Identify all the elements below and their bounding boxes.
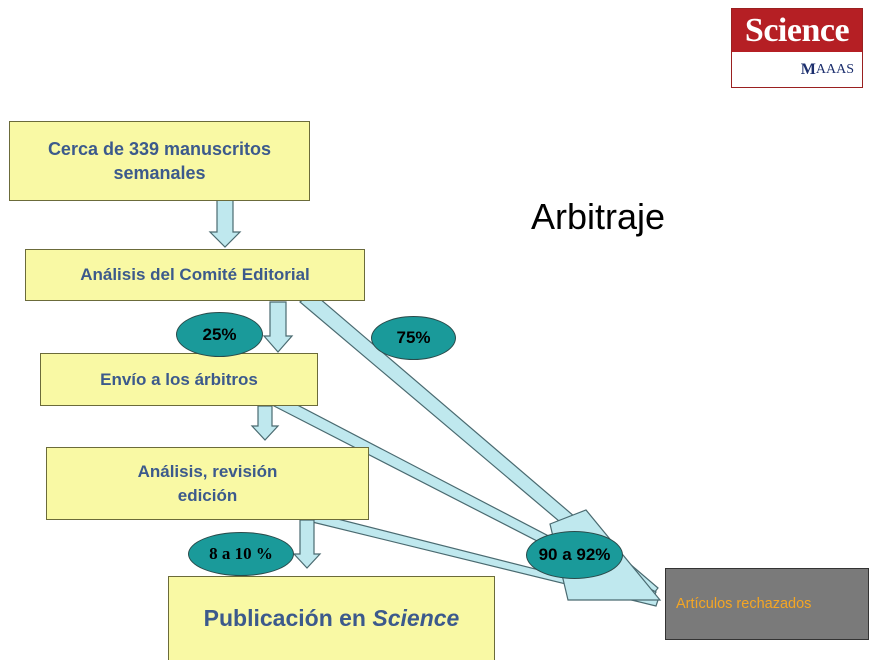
- box-publication-label: Publicación en Science: [204, 605, 460, 632]
- logo-title: Science: [732, 9, 862, 52]
- ellipse-25-label: 25%: [202, 324, 237, 344]
- ellipse-90-92-percent: 90 a 92%: [526, 531, 623, 579]
- box-committee: Análisis del Comité Editorial: [25, 249, 365, 301]
- box-manuscripts: Cerca de 339 manuscritos semanales: [9, 121, 310, 201]
- ellipse-8-10-label: 8 a 10 %: [209, 544, 273, 563]
- box-rejected: Artículos rechazados: [665, 568, 869, 640]
- ellipse-8-10-percent: 8 a 10 %: [188, 532, 294, 576]
- page-title: Arbitraje: [531, 196, 666, 237]
- box-analysis: Análisis, revisión edición: [46, 447, 369, 520]
- ellipse-25-percent: 25%: [176, 312, 263, 357]
- logo-aaas: AAAS: [815, 61, 854, 77]
- box-publication: Publicación en Science: [168, 576, 495, 660]
- arrow-down-committee: [262, 301, 294, 353]
- box-analysis-label: Análisis, revisión edición: [137, 461, 278, 505]
- logo-mark: M: [800, 60, 816, 78]
- box-referees: Envío a los árbitros: [40, 353, 318, 406]
- box-rejected-label: Artículos rechazados: [676, 596, 812, 612]
- arrow-down-manuscripts: [208, 199, 242, 248]
- publication-prefix: Publicación en: [203, 605, 373, 631]
- box-manuscripts-label: Cerca de 339 manuscritos semanales: [47, 139, 272, 183]
- ellipse-75-percent: 75%: [371, 316, 456, 360]
- box-referees-label: Envío a los árbitros: [100, 369, 258, 389]
- ellipse-75-label: 75%: [396, 328, 431, 347]
- arrow-down-referees: [250, 405, 280, 441]
- box-committee-label: Análisis del Comité Editorial: [80, 265, 310, 284]
- ellipse-90-92-label: 90 a 92%: [538, 545, 611, 564]
- publication-journal: Science: [372, 605, 460, 631]
- arrow-down-analysis: [292, 519, 322, 569]
